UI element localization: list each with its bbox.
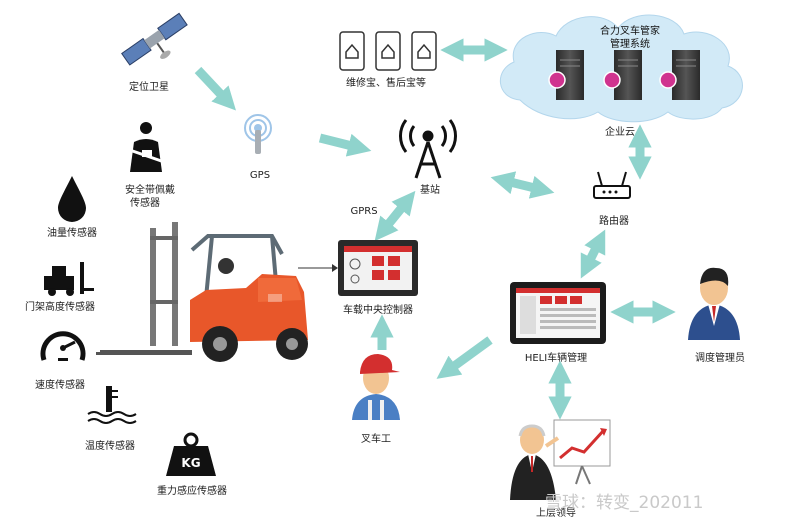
server-icon xyxy=(659,50,700,100)
label-heli: HELI车辆管理 xyxy=(524,353,588,364)
weight-badge-text: KG xyxy=(181,456,200,470)
mast-forklift-icon xyxy=(44,262,94,296)
arrow-heli-worker xyxy=(436,336,493,379)
arrow-gps-basestation xyxy=(318,133,372,157)
controller-icon xyxy=(338,240,418,296)
heli-tablet-icon xyxy=(510,282,606,344)
label-forklift-worker: 叉车工 xyxy=(361,434,391,445)
label-satellite: 定位卫星 xyxy=(129,82,169,93)
watermark: 雪球：转变_202011 xyxy=(545,493,704,513)
label-weight: 重力感应传感器 xyxy=(157,486,227,497)
label-temperature: 温度传感器 xyxy=(85,441,135,452)
label-gprs: GPRS xyxy=(350,206,378,217)
label-mast: 门架高度传感器 xyxy=(25,302,95,313)
server-icon xyxy=(603,50,642,100)
server-icon xyxy=(548,50,584,100)
phones-icon xyxy=(339,31,437,71)
worker-avatar xyxy=(352,354,400,420)
label-seatbelt-line2: 传感器 xyxy=(130,198,160,209)
cloud-servers xyxy=(548,50,700,100)
label-cloud-title-line2: 管理系统 xyxy=(610,39,650,50)
label-oil: 油量传感器 xyxy=(47,228,97,239)
oil-drop-icon xyxy=(58,176,86,222)
arrow-basestation-router xyxy=(490,171,555,199)
dispatcher-avatar xyxy=(688,267,740,340)
base-station-icon xyxy=(399,119,457,179)
label-speed: 速度传感器 xyxy=(35,380,85,391)
speedometer-icon xyxy=(40,331,86,361)
satellite-icon xyxy=(121,12,188,66)
weight-icon xyxy=(166,432,216,476)
temperature-icon xyxy=(87,386,137,424)
label-cloud-title-line1: 合力叉车管家 xyxy=(600,26,660,37)
label-dispatcher: 调度管理员 xyxy=(695,353,745,364)
connection-arrows xyxy=(194,38,676,420)
forklift-illustration xyxy=(96,222,308,362)
label-router: 路由器 xyxy=(599,216,629,227)
label-seatbelt-line1: 安全带佩戴 xyxy=(125,185,175,196)
arrow-router-heli xyxy=(580,229,606,279)
label-gps: GPS xyxy=(249,170,271,181)
label-base-station: 基站 xyxy=(420,185,440,196)
label-enterprise-cloud: 企业云 xyxy=(605,127,635,138)
label-controller: 车载中央控制器 xyxy=(343,305,413,316)
arrow-satellite-gps xyxy=(194,66,237,111)
leader-avatar xyxy=(510,419,611,500)
router-icon xyxy=(593,171,631,199)
arrow-basestation-controller xyxy=(374,190,416,242)
gps-icon xyxy=(244,114,272,154)
label-maintenance: 维修宝、售后宝等 xyxy=(346,78,426,89)
seatbelt-icon xyxy=(123,122,171,172)
label-leader: 上层领导 xyxy=(536,508,576,519)
